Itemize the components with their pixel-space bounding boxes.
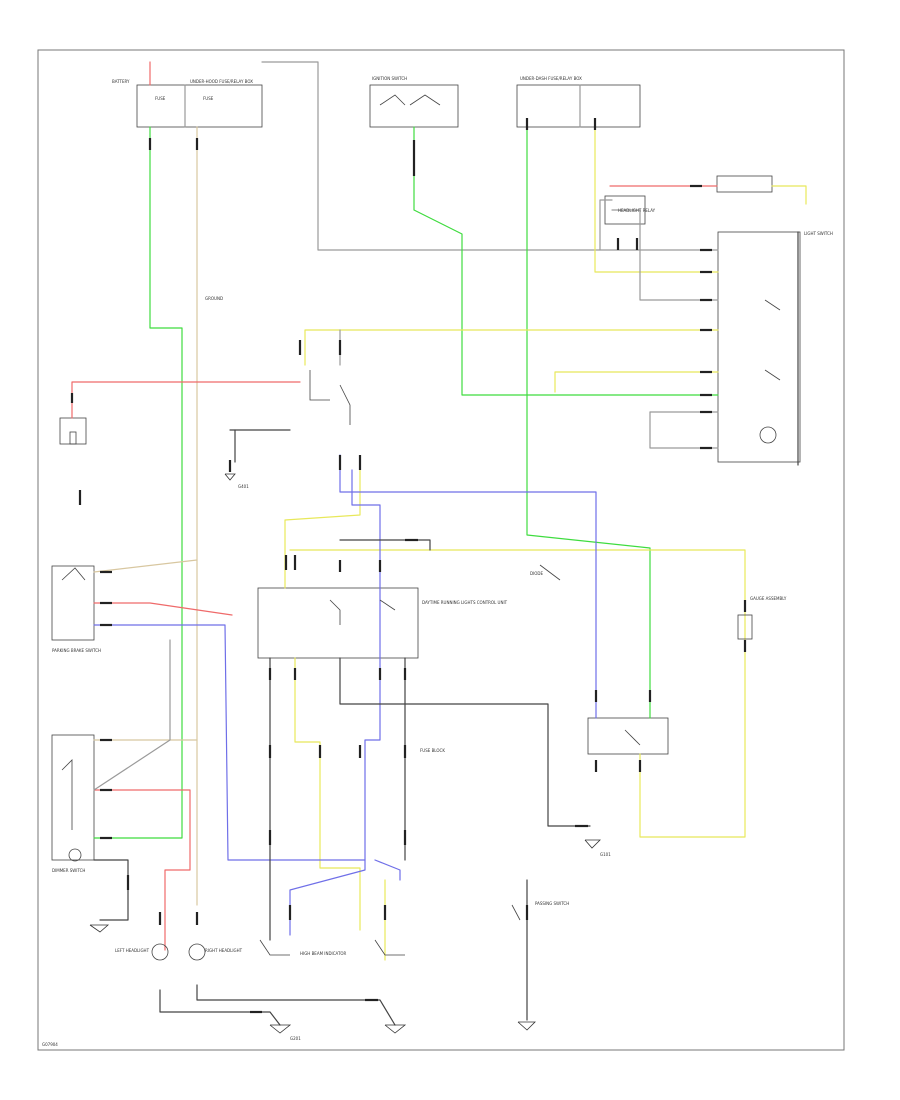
label-parking-brake: PARKING BRAKE SWITCH xyxy=(52,648,101,653)
wire-yellow-underdash xyxy=(594,126,719,273)
wire-yellow-switch-down xyxy=(284,469,361,589)
wire-yellow-to-module xyxy=(554,371,719,393)
wire-blue-left xyxy=(93,624,366,861)
wire-red-parking xyxy=(93,602,233,616)
wire-dark-headlights xyxy=(159,989,281,1026)
ground-symbols xyxy=(89,473,601,1034)
wire-yellow-module-down xyxy=(294,657,361,931)
right-relay-outline xyxy=(587,717,669,755)
label-dimmer-switch: DIMMER SWITCH xyxy=(52,868,85,873)
wire-red-left-switch xyxy=(71,381,301,419)
label-fuse-1: FUSE xyxy=(155,96,166,101)
label-gauge-assembly: GAUGE ASSEMBLY xyxy=(750,596,787,601)
label-right-headlight: RIGHT HEADLIGHT xyxy=(205,948,243,953)
wire-green-underdash xyxy=(526,126,651,719)
parking-brake-outline xyxy=(51,565,95,641)
wire-gray-switch-b xyxy=(649,411,719,449)
label-headlight-relay: HEADLIGHT RELAY xyxy=(618,208,656,213)
wire-gray-parking xyxy=(93,639,171,791)
label-ignition-switch: IGNITION SWITCH xyxy=(372,76,407,81)
label-g201: G201 xyxy=(290,1036,301,1041)
switch-symbols xyxy=(61,94,781,961)
light-switch-outline xyxy=(717,231,801,463)
label-g101: G101 xyxy=(600,852,611,857)
ignition-switch-outline xyxy=(369,84,459,128)
label-passing-switch: PASSING SWITCH xyxy=(535,901,569,906)
wire-yellow-light-switch xyxy=(304,329,719,366)
wire-dark-dimmer-ground xyxy=(93,859,129,921)
label-diode: DIODE xyxy=(530,571,543,576)
daytime-control-outline xyxy=(257,587,419,659)
wire-dark-module-top xyxy=(339,539,431,551)
label-light-switch: LIGHT SWITCH xyxy=(804,231,833,236)
label-fuse-block: FUSE BLOCK xyxy=(420,748,445,753)
label-daytime-relay: DAYTIME RUNNING LIGHTS CONTROL UNIT xyxy=(422,600,508,605)
diagram-labels: BATTERY UNDER-HOOD FUSE/RELAY BOX FUSE F… xyxy=(42,76,833,1047)
dimmer-switch-outline xyxy=(51,734,95,861)
wire-gray-mid xyxy=(599,199,613,251)
label-high-beam: HIGH BEAM INDICATOR xyxy=(300,951,347,956)
wire-gray-relay xyxy=(611,209,719,301)
label-left-headlight: LEFT HEADLIGHT xyxy=(115,948,150,953)
label-figure-code: G07904 xyxy=(42,1042,58,1047)
wire-gray-top xyxy=(261,61,719,251)
wire-blue-return xyxy=(374,859,401,881)
label-battery: BATTERY xyxy=(112,79,130,84)
wire-green-left xyxy=(93,126,183,839)
wire-dark-headlights-b xyxy=(196,984,396,1026)
wire-dark-module-ground xyxy=(339,657,591,827)
label-fuse-2: FUSE xyxy=(203,96,214,101)
wire-yellow-long xyxy=(289,549,746,838)
wire-yellow-top-right xyxy=(771,185,807,205)
diagram-frame xyxy=(37,49,845,1051)
label-under-dash-fuse: UNDER-DASH FUSE/RELAY BOX xyxy=(520,76,582,81)
wire-blue-bottom xyxy=(289,859,366,936)
underhood-fuse-box-outline xyxy=(136,84,263,128)
top-right-relay-outline xyxy=(716,175,773,193)
top-right-module-outline xyxy=(604,195,646,225)
wire-red-dimmer xyxy=(93,789,191,951)
connector-marks xyxy=(70,118,747,1014)
label-ground-note: GROUND xyxy=(205,296,223,301)
left-small-switch-outline xyxy=(59,417,87,445)
wire-blue-top xyxy=(339,454,597,719)
under-dash-fuse-outline xyxy=(516,84,641,128)
wire-blue-mid xyxy=(351,469,381,861)
label-g401: G401 xyxy=(238,484,249,489)
wire-green-ignition xyxy=(413,126,719,396)
label-underhood-fuse: UNDER-HOOD FUSE/RELAY BOX xyxy=(190,79,253,84)
